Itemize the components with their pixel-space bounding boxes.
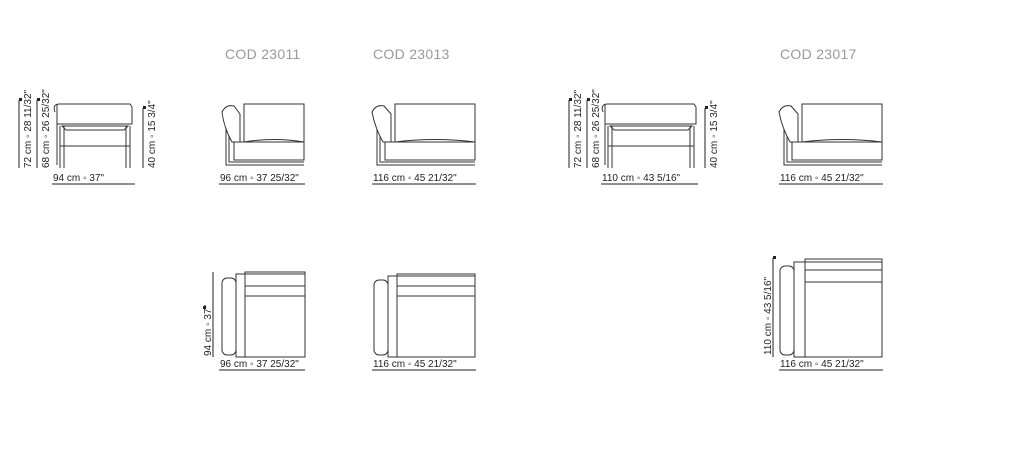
title-cod-23017: COD 23017 (780, 46, 857, 62)
plan-23017-width: 116 cm ◦ 45 21/32" (780, 359, 864, 370)
front-1-height-seat: 40 cm ◦ 15 3/4" (147, 100, 158, 168)
plan-23011-width: 96 cm ◦ 37 25/32" (220, 359, 299, 370)
title-cod-23011: COD 23011 (225, 46, 301, 62)
plan-23017-depth: 110 cm ◦ 43 5/16" (763, 276, 774, 355)
front-2-width: 110 cm ◦ 43 5/16" (602, 173, 681, 184)
front-2-height-arm: 68 cm ◦ 26 25/32" (591, 89, 602, 168)
side-23011-width: 96 cm ◦ 37 25/32" (220, 173, 299, 184)
front-1-height-back: 72 cm ◦ 28 11/32" (23, 89, 34, 168)
front-1-height-arm: 68 cm ◦ 26 25/32" (41, 89, 52, 168)
title-cod-23013: COD 23013 (373, 46, 450, 62)
front-view-1: 72 cm ◦ 28 11/32" 68 cm ◦ 26 25/32" 40 c… (18, 89, 158, 185)
plan-23011-depth: 94 cm ◦ 37" (203, 305, 214, 356)
plan-view-23017: 110 cm ◦ 43 5/16" 116 cm ◦ 45 21/32" (763, 256, 883, 371)
front-view-2: 72 cm ◦ 28 11/32" 68 cm ◦ 26 25/32" 40 c… (568, 89, 720, 185)
plan-view-23013: 116 cm ◦ 45 21/32" (372, 273, 476, 371)
side-view-23011: 96 cm ◦ 37 25/32" (219, 103, 305, 185)
front-2-height-back: 72 cm ◦ 28 11/32" (573, 89, 584, 168)
plan-view-23011: 94 cm ◦ 37" 96 cm ◦ 37 25/32" (203, 271, 306, 371)
front-1-width: 94 cm ◦ 37" (53, 173, 104, 184)
plan-23013-width: 116 cm ◦ 45 21/32" (373, 359, 457, 370)
side-23017-width: 116 cm ◦ 45 21/32" (780, 173, 864, 184)
front-2-height-seat: 40 cm ◦ 15 3/4" (709, 100, 720, 168)
side-23013-width: 116 cm ◦ 45 21/32" (373, 173, 457, 184)
side-view-23017: 116 cm ◦ 45 21/32" (778, 103, 883, 185)
side-view-23013: 116 cm ◦ 45 21/32" (371, 103, 476, 185)
